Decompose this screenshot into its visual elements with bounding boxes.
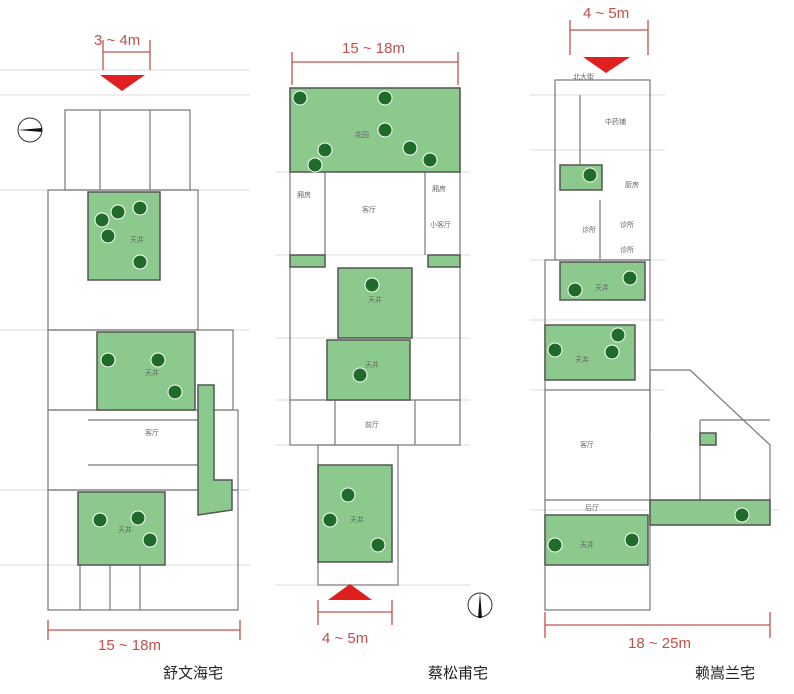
tree-icon <box>547 342 563 358</box>
room-label: 后厅 <box>585 504 599 512</box>
north-arrow-icon <box>467 592 493 618</box>
room-label: 天井 <box>350 516 364 524</box>
tree-icon <box>110 204 126 220</box>
tree-icon <box>547 537 563 553</box>
tree-icon <box>377 122 393 138</box>
tree-icon <box>624 532 640 548</box>
tree-icon <box>402 140 418 156</box>
tree-icon <box>322 512 338 528</box>
entrance-arrow-icon <box>100 57 630 600</box>
tree-icon <box>377 90 393 106</box>
plan-title: 赖嵩兰宅 <box>695 664 756 682</box>
tree-icon <box>130 510 146 526</box>
room-label: 客厅 <box>362 206 376 214</box>
plan-title: 舒文海宅 <box>163 664 224 682</box>
room-label: 花园 <box>355 131 369 139</box>
plan-title: 蔡松甫宅 <box>428 664 489 682</box>
tree-icon <box>734 507 750 523</box>
room-label: 客厅 <box>145 429 159 437</box>
tree-icon <box>92 512 108 528</box>
room-label: 天井 <box>368 296 382 304</box>
room-label: 厨房 <box>625 181 639 189</box>
tree-icon <box>622 270 638 286</box>
tree-icon <box>370 537 386 553</box>
room-label: 厢房 <box>297 191 311 199</box>
room-label: 天井 <box>130 236 144 244</box>
tree-icon <box>150 352 166 368</box>
street-width-label: 4 ~ 5m <box>583 5 630 22</box>
tree-icon <box>292 90 308 106</box>
room-label: 天井 <box>595 284 609 292</box>
tree-icon <box>422 152 438 168</box>
north-arrow-icon <box>17 117 43 143</box>
room-label: 天井 <box>118 526 132 534</box>
tree-icon <box>352 367 368 383</box>
tree-icon <box>364 277 380 293</box>
street-width-label: 4 ~ 5m <box>322 630 369 647</box>
tree-icon <box>167 384 183 400</box>
tree-icon <box>567 282 583 298</box>
tree-icon <box>582 167 598 183</box>
room-label: 天井 <box>575 356 589 364</box>
room-label: 诊所 <box>582 226 596 234</box>
tree-icon <box>307 157 323 173</box>
room-label: 中药铺 <box>605 118 626 126</box>
tree-icon <box>100 228 116 244</box>
tree-icon <box>142 532 158 548</box>
room-label: 厢房 <box>432 185 446 193</box>
room-label: 诊所 <box>620 221 634 229</box>
frontage-label: 15 ~ 18m <box>342 40 405 57</box>
room-label: 北大街 <box>573 73 594 81</box>
room-label: 天井 <box>365 361 379 369</box>
tree-icon <box>94 212 110 228</box>
tree-icon <box>317 142 333 158</box>
frontage-label: 15 ~ 18m <box>98 637 161 654</box>
room-label: 天井 <box>145 369 159 377</box>
room-label: 客厅 <box>580 441 594 449</box>
frontage-label: 18 ~ 25m <box>628 635 691 652</box>
room-label: 小客厅 <box>430 221 451 229</box>
street-width-label: 3 ~ 4m <box>94 32 141 49</box>
tree-icon <box>604 344 620 360</box>
tree-icon <box>132 200 148 216</box>
tree-icon <box>340 487 356 503</box>
room-label: 前厅 <box>365 421 379 429</box>
room-label: 诊所 <box>620 246 634 254</box>
tree-icon <box>132 254 148 270</box>
tree-icon <box>610 327 626 343</box>
tree-icon <box>100 352 116 368</box>
room-label: 天井 <box>580 541 594 549</box>
